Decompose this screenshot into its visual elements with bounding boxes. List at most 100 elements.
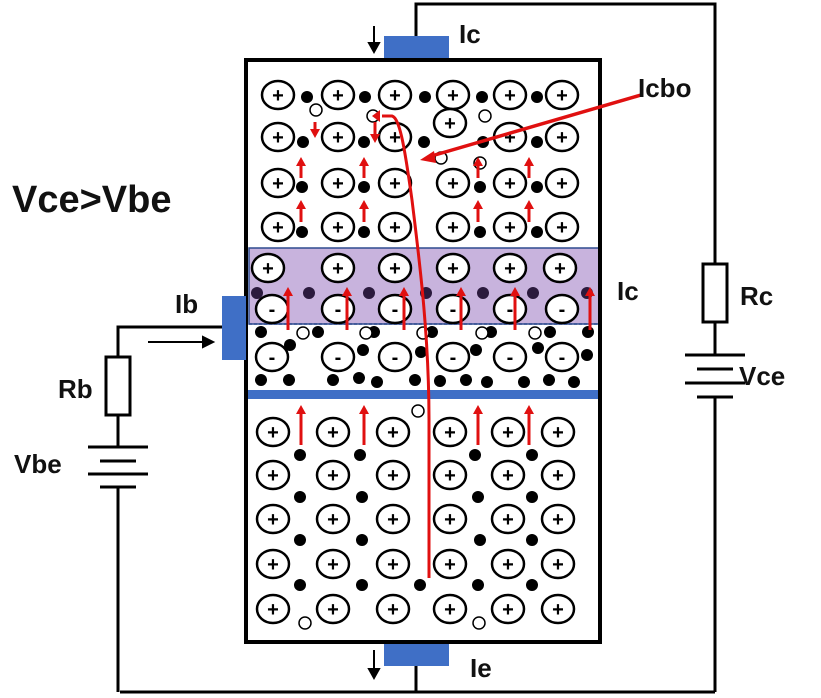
electron [284, 339, 296, 351]
positive-ion: + [320, 252, 356, 284]
svg-text:+: + [552, 599, 564, 621]
positive-ion: + [435, 211, 471, 243]
hole [472, 616, 486, 630]
positive-ion: + [435, 167, 471, 199]
electron [474, 181, 486, 193]
svg-text:+: + [332, 173, 344, 195]
electron [543, 374, 555, 386]
rc-label: Rc [740, 281, 773, 311]
positive-ion: + [255, 593, 291, 625]
electron [531, 136, 543, 148]
svg-text:+: + [267, 599, 279, 621]
rc-resistor [701, 262, 729, 324]
icbo-pointer [427, 93, 642, 159]
electron [283, 374, 295, 386]
electron [296, 181, 308, 193]
negative-ion: - [320, 341, 356, 373]
electron [419, 91, 431, 103]
positive-ion: + [542, 252, 578, 284]
electron [518, 376, 530, 388]
electron [434, 375, 446, 387]
positive-ion: + [320, 79, 356, 111]
positive-ion: + [377, 79, 413, 111]
electron [409, 374, 421, 386]
svg-text:+: + [556, 173, 568, 195]
svg-text:+: + [387, 422, 399, 444]
positive-ion: + [490, 503, 526, 535]
negative-ion: - [377, 293, 413, 325]
electron [357, 344, 369, 356]
electron [581, 349, 593, 361]
collector-terminal [384, 36, 449, 58]
positive-ion: + [255, 459, 291, 491]
vce-battery [685, 353, 745, 399]
svg-text:+: + [267, 509, 279, 531]
positive-ion: + [432, 416, 468, 448]
electron [255, 374, 267, 386]
svg-text:+: + [389, 173, 401, 195]
electron [460, 374, 472, 386]
svg-text:+: + [267, 465, 279, 487]
svg-text:+: + [327, 422, 339, 444]
ib-label: Ib [175, 289, 198, 319]
positive-ion: + [490, 548, 526, 580]
electron [470, 344, 482, 356]
positive-ion: + [255, 503, 291, 535]
svg-text:+: + [332, 258, 344, 280]
vbe-battery [88, 445, 148, 489]
svg-text:+: + [389, 127, 401, 149]
svg-text:-: - [559, 299, 566, 321]
negative-ion: - [492, 293, 528, 325]
positive-ion: + [255, 416, 291, 448]
svg-text:+: + [556, 127, 568, 149]
electron [353, 372, 365, 384]
current-arrow-down [370, 122, 380, 143]
electron-path [382, 114, 431, 578]
positive-ion: + [544, 121, 580, 153]
negative-ion: - [544, 293, 580, 325]
svg-text:-: - [450, 347, 457, 369]
svg-text:+: + [552, 509, 564, 531]
svg-text:+: + [444, 554, 456, 576]
positive-ion: + [540, 416, 576, 448]
svg-text:+: + [502, 465, 514, 487]
svg-text:+: + [327, 509, 339, 531]
current-arrow-up [359, 157, 369, 178]
current-arrow-up [524, 405, 534, 445]
electron [356, 491, 368, 503]
current-arrow-up [524, 200, 534, 222]
current-arrow-up [296, 200, 306, 222]
svg-text:+: + [444, 509, 456, 531]
svg-text:+: + [552, 465, 564, 487]
svg-text:+: + [504, 127, 516, 149]
icbo-pointer-head [420, 151, 436, 163]
svg-text:-: - [392, 347, 399, 369]
electron [526, 449, 538, 461]
electron [531, 181, 543, 193]
electron [294, 579, 306, 591]
positive-ion: + [540, 459, 576, 491]
svg-text:+: + [327, 554, 339, 576]
negative-ion: - [377, 341, 413, 373]
svg-text:+: + [272, 217, 284, 239]
positive-ion: + [492, 167, 528, 199]
svg-text:+: + [556, 217, 568, 239]
electron [532, 342, 544, 354]
svg-text:+: + [389, 258, 401, 280]
svg-text:+: + [502, 509, 514, 531]
electron [297, 136, 309, 148]
svg-text:-: - [392, 299, 399, 321]
svg-text:+: + [502, 599, 514, 621]
electron [544, 326, 556, 338]
positive-ion: + [377, 167, 413, 199]
current-arrow-up [359, 200, 369, 222]
positive-ion: + [315, 548, 351, 580]
electron [531, 226, 543, 238]
svg-text:+: + [262, 258, 274, 280]
positive-ion: + [432, 459, 468, 491]
svg-text:+: + [556, 85, 568, 107]
positive-ion: + [432, 548, 468, 580]
svg-text:+: + [389, 85, 401, 107]
electron [359, 91, 371, 103]
